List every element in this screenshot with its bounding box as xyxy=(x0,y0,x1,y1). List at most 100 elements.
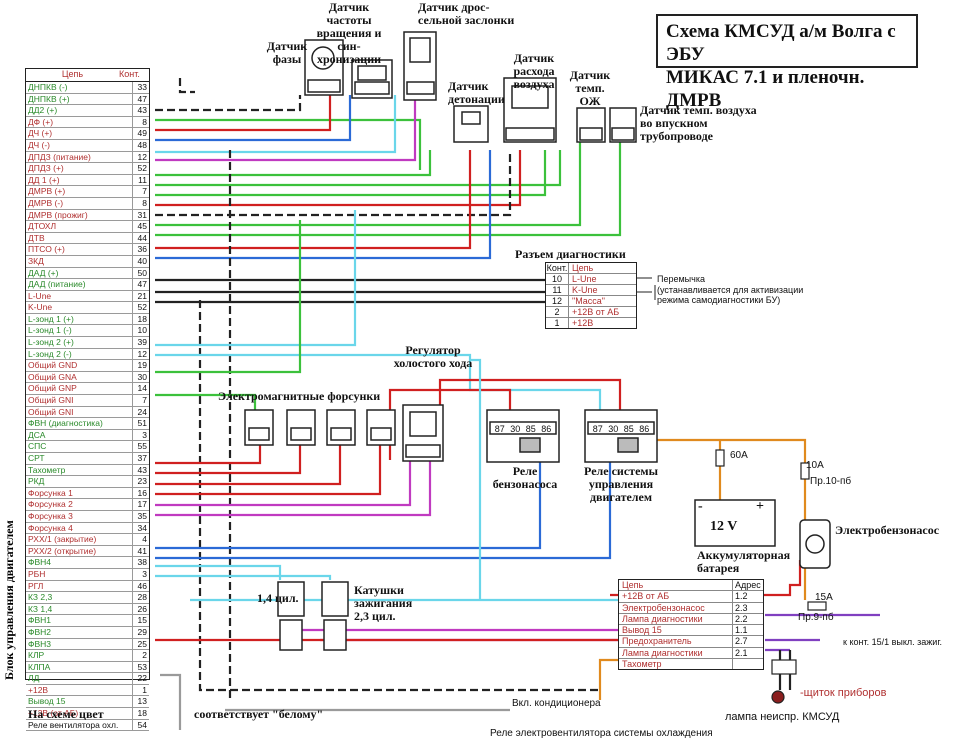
battery-minus: - xyxy=(698,499,703,514)
jumper-note: Перемычка (устанавливается для активизац… xyxy=(657,274,803,306)
ecu-pin-name: Общий GNP xyxy=(28,383,77,394)
ecu-pin-name: СРТ xyxy=(28,453,45,463)
ecu-pin-name: ФВН1 xyxy=(28,615,51,626)
ecu-pin-name: КЗ 2,3 xyxy=(28,592,53,603)
ecu-pin-row: ПТСО (+)36 xyxy=(26,244,149,256)
diag-header: Конт. Цепь xyxy=(546,263,636,274)
ecu-pin-number: 24 xyxy=(132,406,149,418)
maf-sensor-label: Датчик расхода воздуха xyxy=(513,51,555,91)
wire-blue-1 xyxy=(155,95,352,142)
diag-row: 2+12В от АБ xyxy=(546,307,636,318)
ecu-pin-row: ДД2 (+)43 xyxy=(26,105,149,117)
ecu-pin-name: +12В xyxy=(28,684,49,695)
ecu-pin-name: ФВН3 xyxy=(28,638,51,649)
injector-2 xyxy=(286,409,316,446)
diag-pin: 12 xyxy=(546,296,569,306)
battery xyxy=(694,499,776,547)
injector-3 xyxy=(326,409,356,446)
idle-regulator-label: Регулятор холостого хода xyxy=(393,343,473,370)
ecu-pin-row: +12В (от АБ)18 xyxy=(26,708,149,720)
main-relay-label: Реле системы управления двигателем xyxy=(584,464,658,504)
ecu-pin-number: 50 xyxy=(132,267,149,279)
pump-relay-pin-85: 85 xyxy=(525,424,536,434)
fuel-pump-label: Электробензонасос xyxy=(835,523,940,537)
diag-row: 1+12В xyxy=(546,318,636,328)
idle-regulator xyxy=(402,404,444,462)
mount-circuit: +12В от АБ xyxy=(622,591,670,602)
ecu-pin-name: Форсунка 2 xyxy=(28,499,73,510)
battery-voltage: 12 V xyxy=(710,519,738,534)
ecu-pin-name: ДД 1 (+) xyxy=(28,174,60,185)
main-relay-pins: 87 30 85 86 xyxy=(590,424,652,435)
ecu-pin-number: 35 xyxy=(132,510,149,522)
ecu-pin-name: ЛД xyxy=(28,673,40,684)
knock-sensor xyxy=(453,105,489,143)
ecu-pin-number: 45 xyxy=(132,221,149,232)
crank-sensor-label: Датчик частоты вращения и син-хронизации xyxy=(316,0,382,66)
ecu-header-name: Цепь xyxy=(61,69,84,79)
fuse-15-label: 15А xyxy=(815,592,833,603)
ecu-pin-row: ДНПКВ (+)47 xyxy=(26,93,149,106)
mount-circuit: Вывод 15 xyxy=(622,625,662,636)
fuse-10-name: Пр.10-пб xyxy=(810,476,852,487)
ecu-pin-name: Общий GNA xyxy=(28,371,77,382)
ecu-pin-number: 7 xyxy=(132,186,149,197)
ecu-pin-number: 11 xyxy=(132,174,149,186)
ecu-pin-number: 2 xyxy=(132,650,149,661)
ecu-pin-number: 52 xyxy=(132,302,149,313)
ecu-pin-row: Реле вентилятора охл.54 xyxy=(26,719,149,732)
ecu-pin-name: ДМРВ (+) xyxy=(28,186,66,197)
ecu-pin-name: ФВН4 xyxy=(28,557,51,568)
wire-gray-1 xyxy=(160,673,510,730)
mount-header-name: Цепь xyxy=(622,580,644,590)
ecu-pin-number: 52 xyxy=(132,163,149,174)
ecu-pin-name: ДТОХЛ xyxy=(28,221,57,232)
ignition-coil-23 xyxy=(321,581,349,651)
title-line-1: Схема КМСУД а/м Волга с ЭБУ xyxy=(666,21,896,65)
ecu-pin-name: ДНПКВ (+) xyxy=(28,93,70,104)
legend-part-b: соответствует "белому" xyxy=(194,707,324,721)
ecu-pin-row: Форсунка 2 17 xyxy=(26,499,149,511)
wire-red-3 xyxy=(155,150,472,250)
ecu-pin-number: 23 xyxy=(132,476,149,487)
ecu-pin-name: L-Une xyxy=(28,290,52,301)
phase-sensor-label: Датчик фазы xyxy=(266,39,308,66)
ecu-pin-number: 41 xyxy=(132,545,149,557)
ecu-pin-row: K-Une 52 xyxy=(26,302,149,314)
ecu-pin-number: 53 xyxy=(132,661,149,673)
ecu-pin-number: 15 xyxy=(132,615,149,626)
ecu-pin-row: L-зонд 2 (+)39 xyxy=(26,337,149,349)
jumper-note-3: режима самодиагностики БУ) xyxy=(657,295,781,305)
ecu-pin-number: 19 xyxy=(132,360,149,371)
mount-address: 2.2 xyxy=(732,613,763,625)
ecu-pin-name: РХХ/2 (открытие) xyxy=(28,545,97,556)
ecu-pin-row: L-зонд 1 (+)18 xyxy=(26,313,149,326)
ecu-pin-row: ДТОХЛ 45 xyxy=(26,221,149,233)
fuse-15-name: Пр.9-пб xyxy=(798,612,834,623)
ecu-pin-number: 13 xyxy=(132,696,149,708)
ecu-pin-row: ДМРВ (-)8 xyxy=(26,197,149,210)
ecu-pin-number: 16 xyxy=(132,487,149,499)
ecu-pin-name: K-Une xyxy=(28,302,53,313)
ecu-pin-number: 17 xyxy=(132,499,149,510)
wire-black-5 xyxy=(634,277,656,300)
ecu-pin-number: 18 xyxy=(132,313,149,325)
ecu-pin-number: 47 xyxy=(132,279,149,290)
mount-address: 2.3 xyxy=(732,602,763,613)
wire-green-3 xyxy=(155,140,622,237)
injectors-label: Электромагнитные форсунки xyxy=(218,389,381,403)
